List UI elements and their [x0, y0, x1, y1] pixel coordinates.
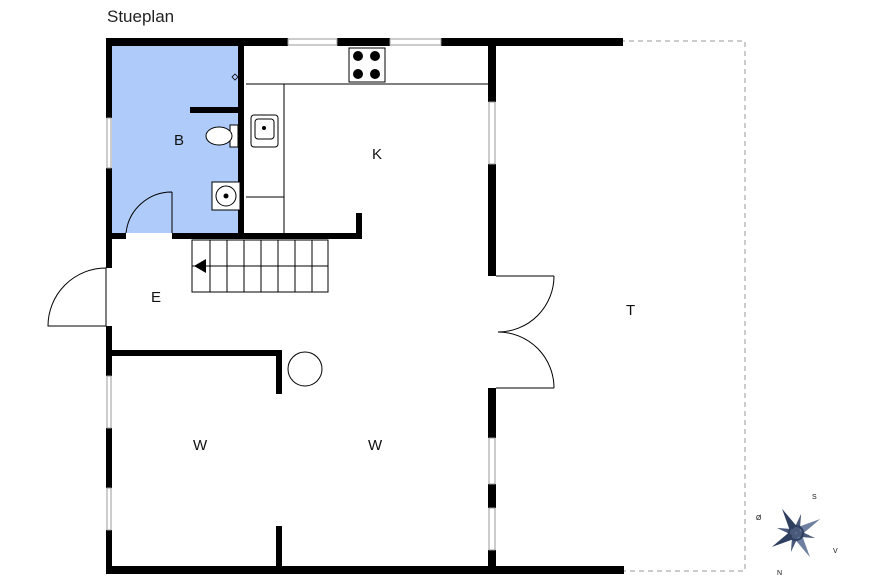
wood-stove-icon [287, 351, 323, 387]
terrace-door-upper [496, 275, 555, 333]
entrance-door [47, 267, 107, 327]
window-right-living-1 [488, 437, 496, 485]
room-label-entrance: E [151, 289, 161, 306]
walls [106, 38, 624, 574]
terrace-outline [620, 40, 746, 572]
bath-fixture-mark [231, 73, 239, 81]
window-right-kitchen [488, 101, 496, 165]
washbasin-icon [211, 181, 241, 211]
plan-title: Stueplan [107, 7, 175, 26]
window-left-living-2 [106, 487, 112, 531]
toilet-icon [205, 124, 239, 148]
sink-icon [250, 114, 279, 148]
window-left-living-1 [106, 375, 112, 429]
stove-icon [348, 47, 386, 83]
room-label-bathroom: B [174, 132, 184, 149]
compass-label-east: Ø [756, 515, 762, 522]
compass-label-west: V [833, 548, 838, 555]
room-label-kitchen: K [372, 146, 382, 163]
stair-arrow-icon [194, 259, 206, 273]
room-label-terrace: T [626, 302, 635, 319]
compass-label-south: S [812, 494, 817, 501]
bathroom-door [125, 191, 173, 234]
window-left-bath [106, 117, 112, 169]
stairs [191, 239, 329, 293]
doors [47, 191, 555, 389]
compass-label-north: N [777, 570, 782, 577]
room-label-living-left: W [193, 437, 208, 454]
windows [106, 38, 496, 551]
kitchen-counter [246, 83, 488, 233]
room-label-living-right: W [368, 437, 383, 454]
window-top-left [287, 38, 338, 46]
window-top-right [389, 38, 442, 46]
terrace-door-lower [496, 331, 555, 389]
compass-rose-icon [771, 508, 821, 558]
window-right-living-2 [488, 507, 496, 551]
